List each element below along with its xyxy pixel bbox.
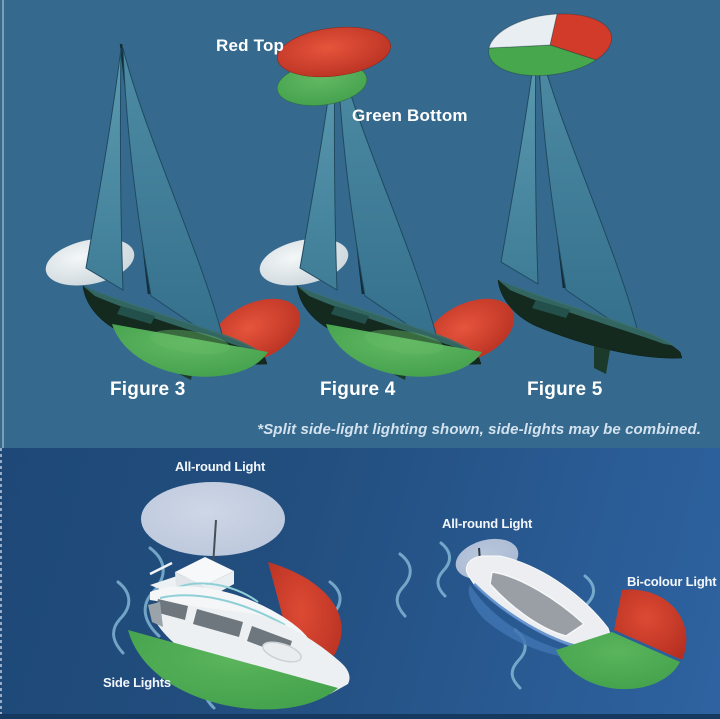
bicolour-red-sector xyxy=(614,589,687,660)
tricolour-green-sector xyxy=(488,44,598,77)
sailboat-lights-panel: Red Top Green Bottom Figure 3 Figure 4 F… xyxy=(0,0,720,448)
bicolour-green-sector xyxy=(556,632,680,690)
green-bottom-label: Green Bottom xyxy=(352,106,468,125)
powerboat-lights-panel: All-round Light Side Lights All-round Li… xyxy=(0,448,720,719)
allround-light-label-left: All-round Light xyxy=(175,459,266,474)
figure3-caption: Figure 3 xyxy=(110,379,186,400)
antenna-mast xyxy=(212,519,217,567)
masthead-light-red xyxy=(277,26,391,78)
allround-light-label-right: All-round Light xyxy=(442,516,533,531)
powerboat-illustration xyxy=(112,482,687,710)
figure5-caption: Figure 5 xyxy=(527,379,603,400)
sailboat-illustration xyxy=(45,13,684,382)
figure4-caption: Figure 4 xyxy=(320,379,396,400)
motor-yacht xyxy=(128,482,350,710)
allround-light-beam xyxy=(141,482,285,556)
figure5-sailboat xyxy=(488,13,684,376)
tricolour-white-sector xyxy=(488,13,558,49)
red-top-label: Red Top xyxy=(216,36,285,55)
tricolour-red-sector xyxy=(549,13,613,61)
tricolour-masthead-light xyxy=(488,13,613,77)
yacht-hull xyxy=(148,519,350,695)
side-lights-label: Side Lights xyxy=(103,675,171,690)
side-light-green xyxy=(112,324,268,377)
figure4-sailboat xyxy=(259,26,515,382)
side-light-footnote: *Split side-light lighting shown, side-l… xyxy=(257,421,701,438)
dinghy xyxy=(455,538,687,690)
bicolour-light-label: Bi-colour Light xyxy=(627,574,717,589)
side-light-green-beam xyxy=(128,630,338,710)
side-light-green xyxy=(326,324,482,377)
dinghy-hull xyxy=(466,547,613,650)
figure3-sailboat xyxy=(45,42,301,382)
hull-shadow xyxy=(468,585,615,660)
